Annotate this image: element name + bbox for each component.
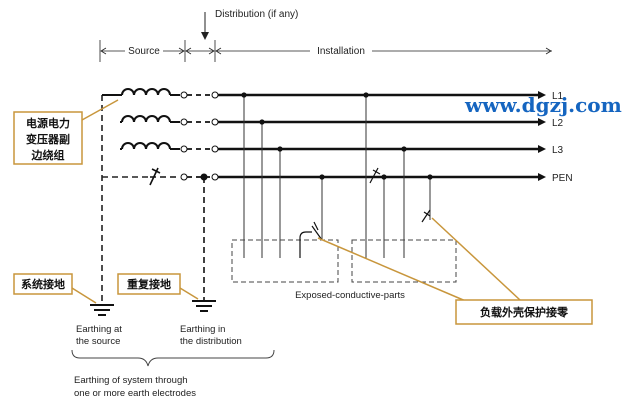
source-dimension (99, 40, 552, 62)
transformer-windings (102, 88, 180, 150)
main-conductors (218, 93, 538, 179)
earth-symbol-source (90, 304, 114, 316)
earthing-dist-line2: the distribution (180, 336, 242, 347)
callout-transformer-line2: 变压器副 (26, 132, 70, 146)
callout-enclosure-leader-2 (431, 217, 521, 301)
load-1-dots (241, 92, 325, 180)
callout-transformer-line3: 边绕组 (31, 148, 65, 162)
load-2-taps (365, 95, 431, 258)
load-1-enclosure (231, 239, 339, 283)
load-1-switch (299, 221, 323, 258)
callout-enclosure-leader-1 (317, 237, 469, 303)
distribution-earth-node (200, 173, 208, 181)
earthing-source-line1: Earthing at (76, 324, 122, 335)
callout-enclosure-box (455, 299, 593, 325)
callout-repeat-earth-leader (179, 287, 199, 300)
distribution-arrowhead (201, 32, 209, 40)
callout-enclosure: 负载外壳保护接零 (480, 305, 569, 319)
distribution-label: Distribution (if any) (215, 9, 298, 20)
exposed-parts-label: Exposed-conductive-parts (295, 290, 405, 301)
source-neutral-switch (149, 167, 180, 186)
load-2-dots (363, 92, 433, 180)
label-l3: L3 (552, 145, 564, 156)
load-2-enclosure (351, 239, 457, 283)
callout-system-earth-box (13, 273, 73, 295)
label-pen: PEN (552, 173, 573, 184)
callout-transformer-leader (81, 99, 119, 121)
label-l1: L1 (552, 91, 564, 102)
earthing-system-line2: one or more earth electrodes (74, 388, 196, 399)
callout-repeat-earth-box (117, 273, 181, 295)
watermark: www.dgzj.com (464, 93, 622, 117)
line-end-arrows (538, 91, 546, 181)
earth-symbol-distribution (192, 300, 216, 312)
source-label: Source (128, 46, 160, 57)
installation-label: Installation (317, 46, 365, 57)
callout-repeat-earth: 重复接地 (127, 277, 171, 291)
earthing-brace (71, 349, 275, 367)
earthing-system-line1: Earthing of system through (74, 375, 188, 386)
distribution-links (187, 94, 212, 178)
label-l2: L2 (552, 118, 564, 129)
terminals (180, 91, 219, 181)
callout-system-earth-leader (71, 287, 97, 304)
earthing-source-line2: the source (76, 336, 120, 347)
callout-transformer-line1: 电源电力 (26, 116, 70, 130)
load-2-switch (369, 167, 431, 223)
callout-transformer-box (13, 111, 83, 165)
earthing-dist-line1: Earthing in (180, 324, 225, 335)
callout-system-earth: 系统接地 (21, 277, 65, 291)
